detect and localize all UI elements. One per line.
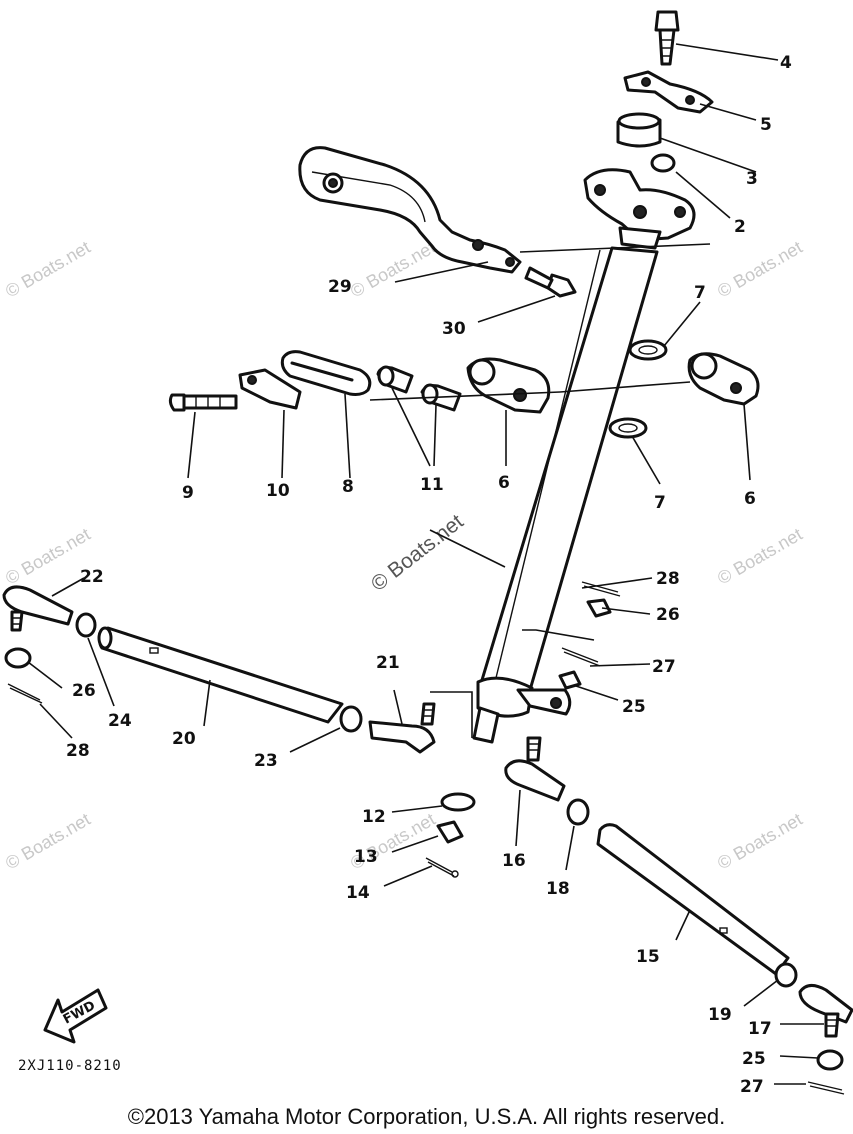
- handlebar-bracket: [298, 146, 522, 274]
- callout-20: 20: [172, 729, 196, 749]
- watermark: © Boats.net: [367, 510, 468, 596]
- collar: [616, 112, 676, 173]
- callout-7-top: 7: [694, 283, 706, 303]
- clamp-half-right: [687, 352, 760, 406]
- callout-28-left: 28: [66, 741, 90, 761]
- bushings: [376, 365, 462, 412]
- watermark: © Boats.net: [2, 809, 94, 873]
- callout-26-left: 26: [72, 681, 96, 701]
- callout-6-left: 6: [498, 473, 510, 493]
- callout-28-right: 28: [656, 569, 680, 589]
- callout-13: 13: [354, 847, 378, 867]
- callout-27-lower: 27: [740, 1077, 764, 1097]
- callout-8: 8: [342, 477, 354, 497]
- callout-25-lower: 25: [742, 1049, 766, 1069]
- callout-4: 4: [780, 53, 792, 73]
- right-tie-rod: [504, 736, 853, 1095]
- callout-3: 3: [746, 169, 758, 189]
- steering-link: [168, 350, 372, 412]
- callout-12: 12: [362, 807, 386, 827]
- lock-plate: [623, 70, 714, 114]
- watermark-layer: © Boats.net © Boats.net © Boats.net © Bo…: [2, 237, 806, 873]
- watermark: © Boats.net: [2, 237, 94, 301]
- callout-9: 9: [182, 483, 194, 503]
- diagram-code: 2XJ110-8210: [18, 1058, 122, 1074]
- top-bolt: [654, 10, 680, 66]
- callout-15: 15: [636, 947, 660, 967]
- left-tie-rod: [2, 585, 344, 724]
- callout-26-right: 26: [656, 605, 680, 625]
- spring-washers: [608, 339, 668, 439]
- watermark: © Boats.net: [347, 237, 439, 301]
- copyright-notice: ©2013 Yamaha Motor Corporation, U.S.A. A…: [127, 1104, 726, 1129]
- callout-6-right: 6: [744, 489, 756, 509]
- callout-5: 5: [760, 115, 772, 135]
- callout-10: 10: [266, 481, 290, 501]
- callout-21: 21: [376, 653, 400, 673]
- bracket-bolt: [524, 266, 577, 298]
- callout-2: 2: [734, 217, 746, 237]
- callout-19: 19: [708, 1005, 732, 1025]
- clamp-half-left: [466, 357, 551, 414]
- callout-25-upper: 25: [622, 697, 646, 717]
- callout-17: 17: [748, 1019, 772, 1039]
- steering-column: [472, 246, 659, 744]
- upper-clamp: [583, 168, 696, 250]
- leader-lines: [27, 43, 824, 1085]
- tie-rod-fasteners: [425, 792, 476, 878]
- callout-11: 11: [420, 475, 444, 495]
- callout-labels: 4 5 3 2 29 30 7 9 10 8 11 6 6 7 22 28 26…: [66, 53, 792, 1097]
- watermark: © Boats.net: [714, 524, 806, 588]
- tie-rod-end-21: [339, 702, 436, 754]
- column-fasteners: [558, 581, 621, 690]
- callout-14: 14: [346, 883, 370, 903]
- callout-27-upper: 27: [652, 657, 676, 677]
- callout-18: 18: [546, 879, 570, 899]
- callout-30: 30: [442, 319, 466, 339]
- watermark: © Boats.net: [714, 809, 806, 873]
- callout-22: 22: [80, 567, 104, 587]
- callout-23: 23: [254, 751, 278, 771]
- watermark: © Boats.net: [714, 237, 806, 301]
- fwd-arrow: FWD: [43, 988, 108, 1044]
- callout-29: 29: [328, 277, 352, 297]
- callout-24: 24: [108, 711, 132, 731]
- callout-7-bottom: 7: [654, 493, 666, 513]
- callout-16: 16: [502, 851, 526, 871]
